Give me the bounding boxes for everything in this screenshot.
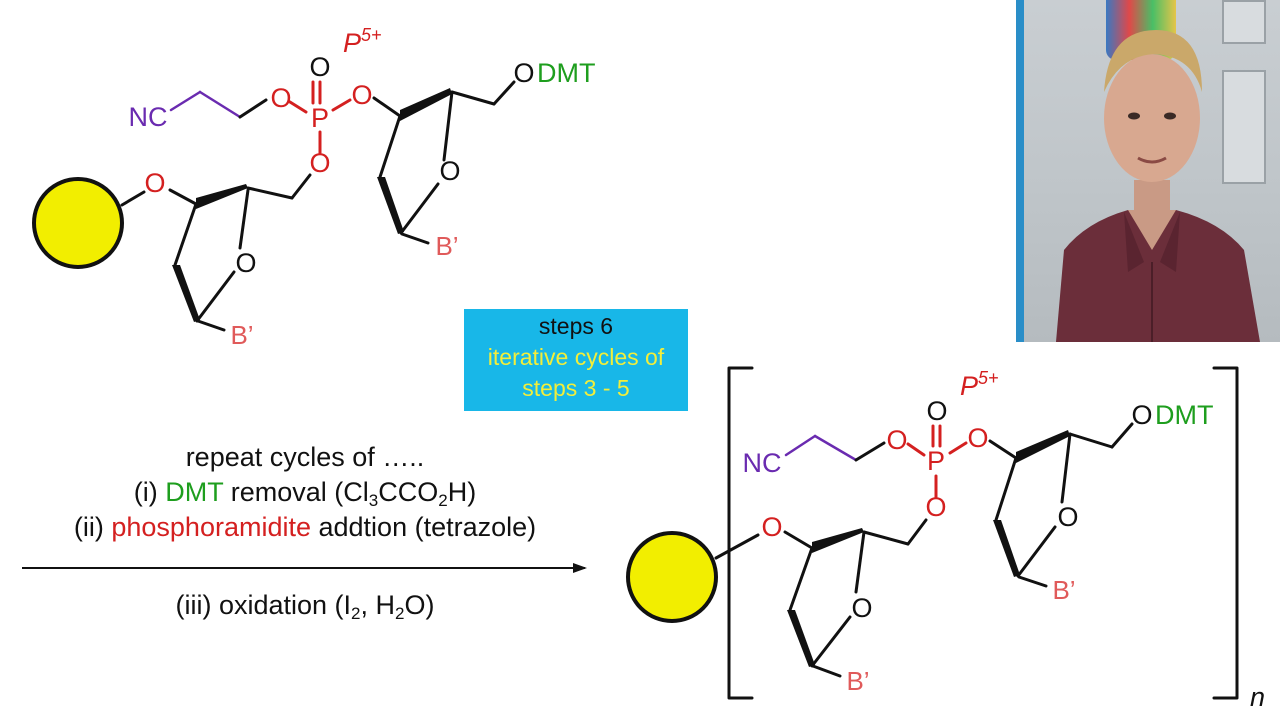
oxidation-state-label: P5+: [960, 368, 999, 401]
repeat-index-label: n: [1250, 682, 1265, 712]
oxygen-atom: O: [270, 83, 291, 113]
bead-o-bond: [120, 190, 146, 207]
oxygen-atom: O: [144, 168, 165, 198]
left-bracket: [727, 366, 754, 700]
sugar-wedge-bond: [172, 265, 200, 322]
oxygen-atom: O: [886, 425, 907, 455]
base-label: B’: [435, 231, 458, 261]
yellow-bead-icon: [626, 531, 718, 623]
nitrile-label: NC: [129, 102, 168, 132]
phosphoryl-oxygen-atom: O: [309, 52, 330, 82]
base-label: B’: [1052, 575, 1075, 605]
yellow-bead-icon: [32, 177, 124, 269]
phosphorus-atom: P: [927, 446, 945, 476]
condition-line: (iii) oxidation (I2, H2O): [175, 590, 435, 623]
dmt-oxygen-atom: O: [513, 58, 534, 88]
dmt-label: DMT: [537, 58, 595, 88]
right-bracket: [1212, 366, 1239, 700]
product-molecule: n O O O P O O O NC O: [626, 366, 1265, 712]
dmt-highlight: DMT: [165, 477, 224, 507]
dmt-oxygen-atom: O: [1131, 400, 1152, 430]
presenter-avatar: [1056, 30, 1260, 342]
oxygen-atom: O: [351, 80, 372, 110]
condition-line: (ii) phosphoramidite addtion (tetrazole): [73, 512, 537, 542]
oxygen-atom: O: [967, 423, 988, 453]
oxygen-atom: O: [309, 148, 330, 178]
ring-oxygen-atom: O: [439, 156, 460, 186]
phosphoramidite-highlight: phosphoramidite: [111, 512, 311, 542]
steps-box: steps 6 iterative cycles of steps 3 - 5: [464, 309, 688, 411]
dmt-label: DMT: [1155, 400, 1213, 430]
presenter-webcam: [1016, 0, 1280, 342]
oxygen-atom: O: [925, 492, 946, 522]
steps-box-line: steps 3 - 5: [522, 375, 630, 401]
ring-oxygen-atom: O: [235, 248, 256, 278]
condition-line: repeat cycles of …..: [185, 442, 425, 472]
ring-oxygen-atom: O: [1057, 502, 1078, 532]
reaction-conditions: repeat cycles of ….. (i) DMT removal (Cl…: [0, 440, 610, 545]
phosphorus-atom: P: [311, 103, 329, 133]
condition-line: (i) DMT removal (Cl3CCO2H): [133, 477, 477, 510]
ring-oxygen-atom: O: [851, 593, 872, 623]
steps-box-line: iterative cycles of: [487, 344, 665, 370]
oxygen-atom: O: [761, 512, 782, 542]
phosphoryl-oxygen-atom: O: [926, 396, 947, 426]
oxidation-state-label: P5+: [343, 25, 382, 58]
nitrile-label: NC: [743, 448, 782, 478]
top-molecule: O O O P O O O NC O O DMT B’ B’ P5+: [32, 25, 595, 350]
steps-box-line: steps 6: [538, 313, 614, 339]
base-label: B’: [230, 320, 253, 350]
base-label: B’: [846, 666, 869, 696]
